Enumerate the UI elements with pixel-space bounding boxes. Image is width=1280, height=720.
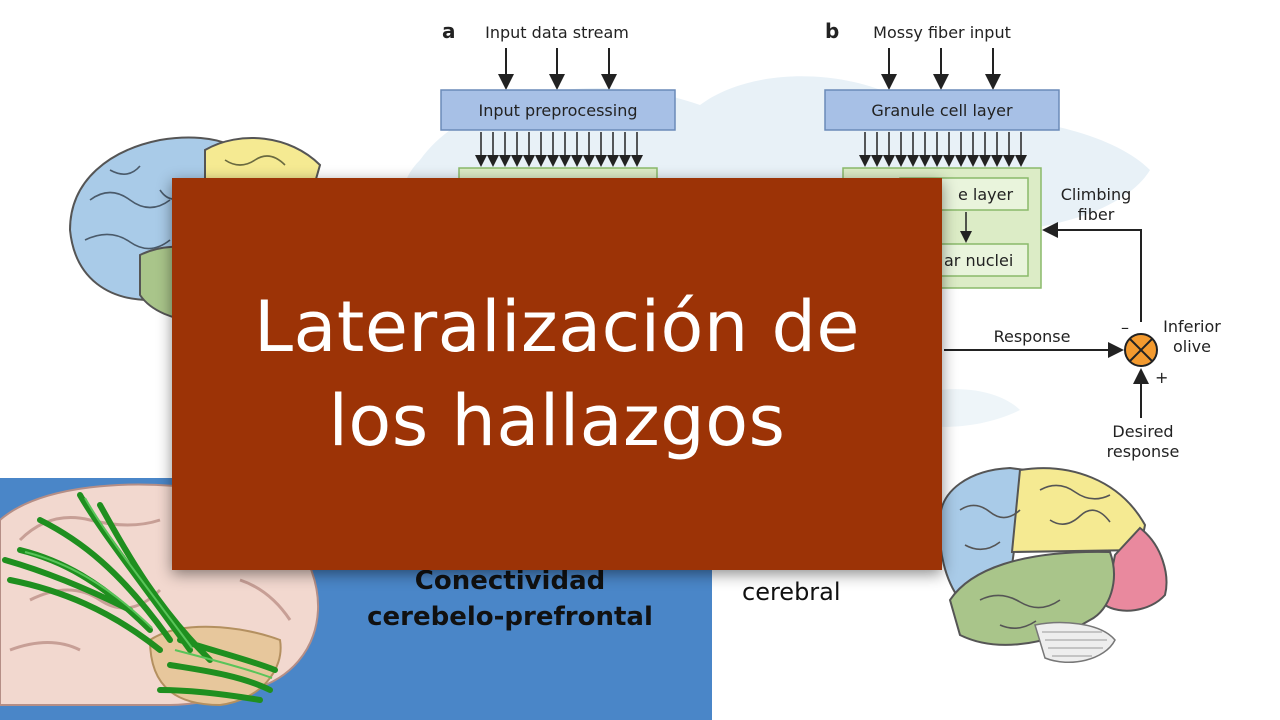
connectivity-caption: Conectividad cerebelo-prefrontal bbox=[367, 566, 653, 632]
inferior-olive-label-line2: olive bbox=[1173, 337, 1211, 356]
cerebellar-nuclei-label: ar nuclei bbox=[944, 251, 1013, 270]
comparator-plus-sign: + bbox=[1155, 368, 1168, 387]
mossy-fiber-input-label: Mossy fiber input bbox=[873, 23, 1011, 42]
inferior-olive-comparator bbox=[1124, 333, 1158, 367]
desired-response-label-line1: Desired bbox=[1112, 422, 1173, 441]
right-brain-parietal-lobe bbox=[1010, 467, 1147, 554]
title-card: Lateralización de los hallazgos bbox=[172, 178, 942, 570]
right-brain-cerebellum bbox=[1034, 621, 1116, 664]
comparator-minus-sign: – bbox=[1121, 318, 1129, 337]
inferior-olive-label-line1: Inferior bbox=[1163, 317, 1221, 336]
climbing-fiber-label-line2: fiber bbox=[1078, 205, 1115, 224]
right-brain-temporal-lobe bbox=[948, 550, 1115, 646]
panel-a-input-label: Input data stream bbox=[485, 23, 629, 42]
panel-b-label: b bbox=[825, 19, 839, 43]
slide-title: Lateralización de los hallazgos bbox=[254, 286, 860, 462]
input-preprocessing-label: Input preprocessing bbox=[479, 101, 638, 120]
granule-cell-layer-label: Granule cell layer bbox=[871, 101, 1013, 120]
desired-response-label-line2: response bbox=[1107, 442, 1180, 461]
response-label: Response bbox=[994, 327, 1071, 346]
purkinje-layer-label: e layer bbox=[958, 185, 1013, 204]
cerebral-caption: cerebral bbox=[742, 578, 841, 606]
green-fiber-tracts bbox=[2, 492, 278, 703]
panel-a-label: a bbox=[442, 19, 456, 43]
climbing-fiber-arrow bbox=[1042, 222, 1142, 322]
input-preprocessing-box bbox=[440, 89, 676, 131]
right-brain-occipital-lobe bbox=[1103, 526, 1168, 612]
granule-cell-layer-box bbox=[824, 89, 1060, 131]
climbing-fiber-label-line1: Climbing bbox=[1061, 185, 1132, 204]
